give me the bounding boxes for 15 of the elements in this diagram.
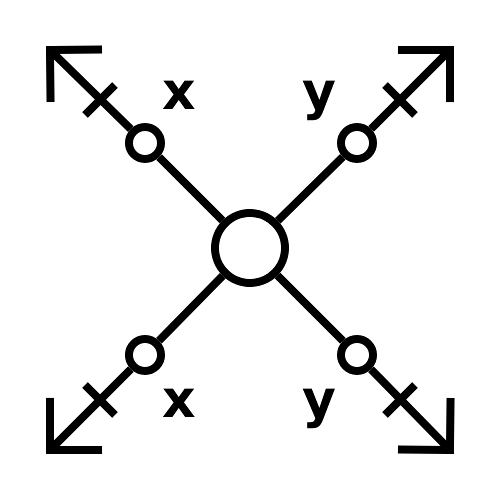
connector-line xyxy=(156,154,226,224)
axis-label: y xyxy=(302,374,336,426)
arrow xyxy=(46,46,134,132)
connector-line xyxy=(274,272,346,344)
circle-node xyxy=(211,209,289,287)
circle-node xyxy=(337,123,377,163)
circle-node xyxy=(125,335,165,375)
axis-label: y xyxy=(302,66,336,118)
arrow xyxy=(368,366,454,454)
connector-line xyxy=(156,273,226,344)
circle-node xyxy=(125,123,165,163)
axis-label: x xyxy=(162,66,196,118)
connector-line xyxy=(275,154,346,224)
circle-node xyxy=(337,335,377,375)
axis-label: x xyxy=(162,374,196,426)
